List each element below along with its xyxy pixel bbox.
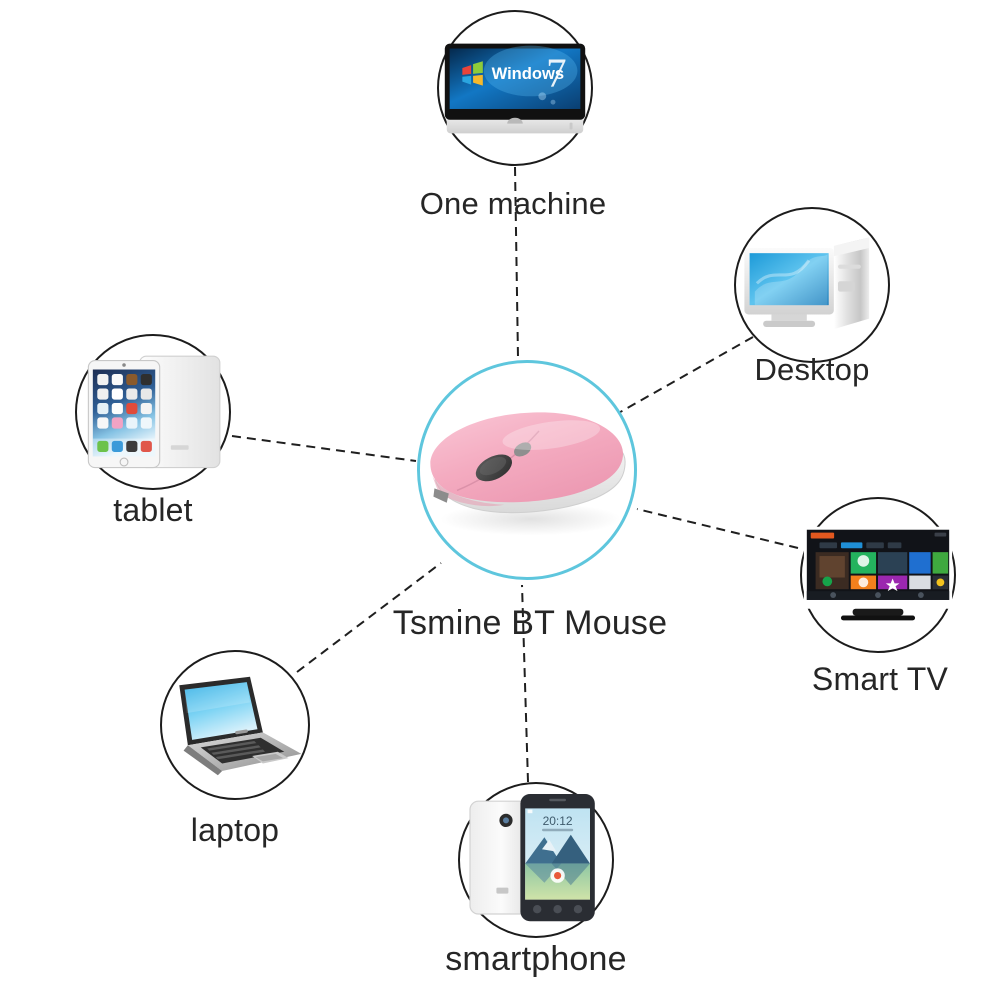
smartphone-icon: 20:12 [469,794,595,922]
edge-to-one-machine [514,166,519,359]
one-machine-label: One machine [419,186,607,221]
center-node-label: Tsmine BT Mouse [392,604,668,642]
phone-clock: 20:12 [543,814,573,828]
smart-tv-icon [803,526,953,621]
windows-seven-badge: 7 [546,50,566,95]
wireless-mouse-icon [430,412,626,536]
tablet-label: tablet [113,492,193,528]
edge-to-smart-tv [636,508,799,549]
windows-wordmark: Windows [492,63,565,82]
edge-to-tablet [231,435,417,462]
edge-to-smartphone [521,584,529,783]
edge-to-desktop [614,336,754,416]
edge-to-laptop [296,562,442,673]
desktop-computer-icon [744,237,870,329]
laptop-label: laptop [190,812,280,848]
smart-tv-label: Smart TV [811,661,949,697]
tablet-icon [87,355,221,469]
desktop-label: Desktop [754,352,870,387]
laptop-icon [179,676,302,776]
smartphone-label: smartphone [445,940,627,978]
all-in-one-pc-icon: Windows 7 [444,43,586,133]
